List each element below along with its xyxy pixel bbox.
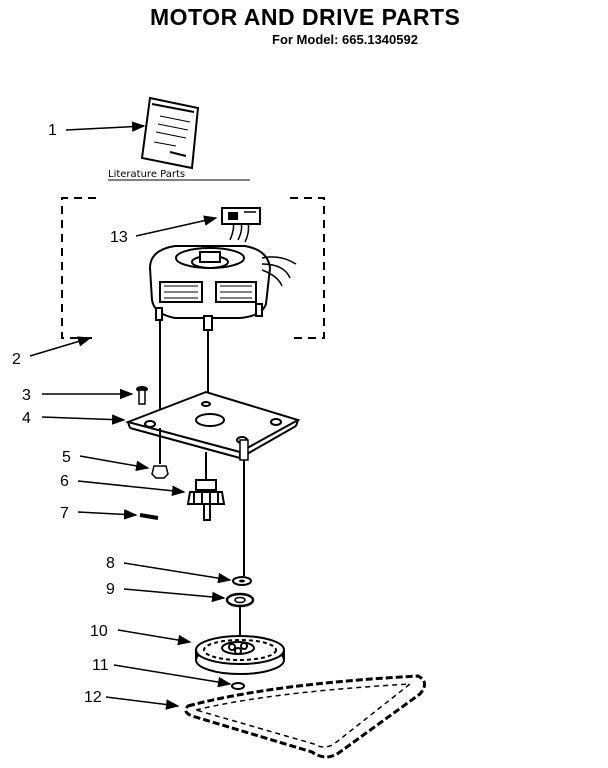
model-number: For Model: 665.1340592 [272,32,418,47]
drive-gear [195,635,285,675]
washer-large [225,592,255,608]
drive-chain [184,674,426,759]
nut [151,465,169,479]
callout-10: 10 [90,623,108,640]
leader-arrows [29,121,232,710]
motor-assembly-box [61,197,325,339]
wire-connector [221,207,261,225]
callout-7: 7 [60,505,69,522]
literature-booklet [140,96,200,170]
callout-1: 1 [48,122,57,139]
motor [148,245,272,331]
callout-labels: 1 2 3 4 5 6 7 8 9 10 11 12 13 [12,122,128,706]
callout-4: 4 [22,410,31,427]
callout-8: 8 [106,555,115,572]
pinion-gear [186,479,226,521]
mounting-plate [124,390,301,459]
washer-bottom [231,682,245,690]
page-title: MOTOR AND DRIVE PARTS [150,4,461,30]
callout-5: 5 [62,449,71,466]
callout-3: 3 [22,387,31,404]
callout-9: 9 [106,581,115,598]
washer-small [232,576,252,586]
callout-2: 2 [12,351,21,368]
literature-parts-label: Literature Parts [108,169,185,180]
callout-13: 13 [110,229,128,246]
callout-11: 11 [92,657,109,674]
pin [139,513,159,520]
callout-6: 6 [60,473,69,490]
motor-wire-harness [229,217,297,287]
screw [136,386,148,405]
plate-stud [239,439,249,461]
callout-12: 12 [84,689,102,706]
